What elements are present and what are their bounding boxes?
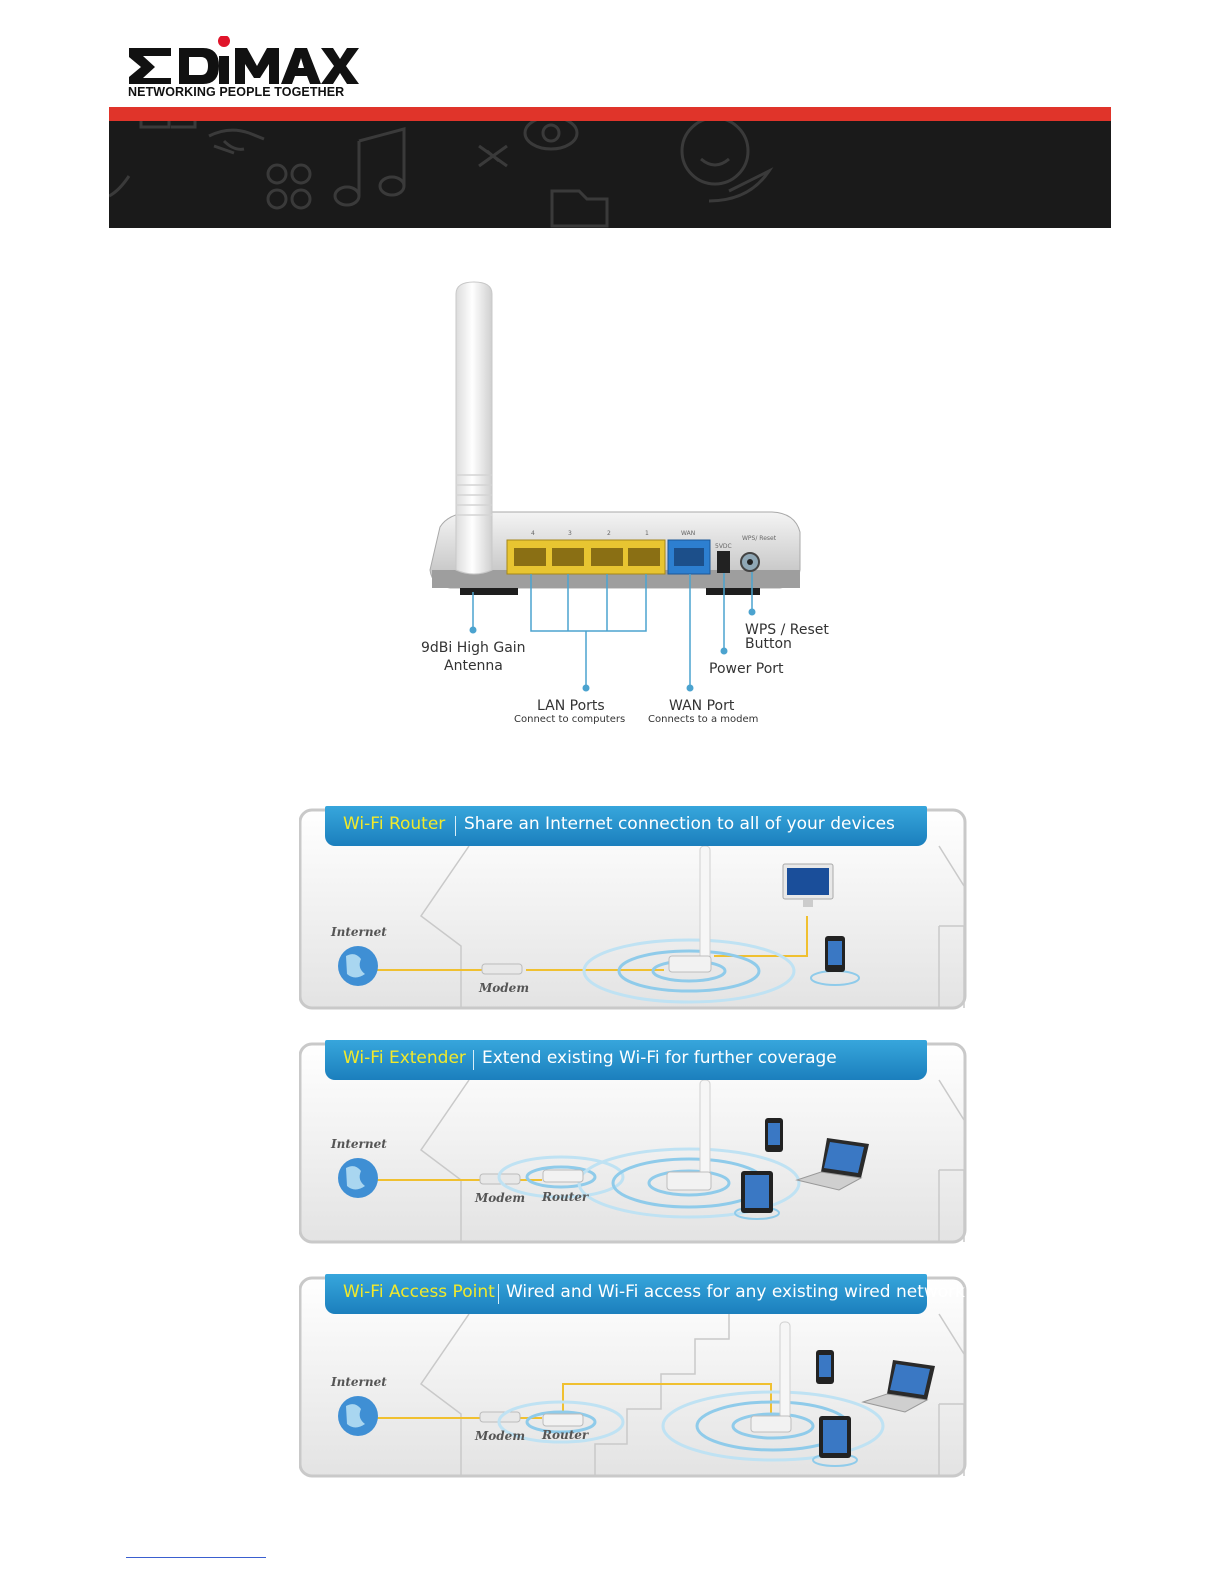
footer-link-underline xyxy=(126,1557,266,1558)
wan-port-callout: WAN Port xyxy=(669,698,735,714)
wps-callout-line2: Button xyxy=(745,636,792,652)
power-port-callout: Power Port xyxy=(709,661,784,677)
antenna-label-line-1: 9dBi High Gain xyxy=(421,640,526,656)
port-label-wan: WAN xyxy=(681,530,695,537)
wps-callout-line1: WPS / Reset xyxy=(745,622,829,638)
mode-title-access-point: Wi-Fi Access Point xyxy=(343,1282,495,1302)
router-label: Router xyxy=(542,1190,589,1204)
internet-label: Internet xyxy=(331,925,387,939)
port-label-power: 5VDC xyxy=(715,543,732,550)
panel-header-bar xyxy=(325,1040,927,1080)
mode-description-extender: Extend existing Wi-Fi for further covera… xyxy=(482,1048,837,1068)
antenna-callout-line2: Antenna xyxy=(444,658,503,674)
port-label-4: 4 xyxy=(531,530,535,537)
mode-title-router: Wi-Fi Router xyxy=(343,814,446,834)
mode-description-router: Share an Internet connection to all of y… xyxy=(464,814,895,834)
modem-label: Modem xyxy=(475,1191,526,1205)
mode-title-extender: Wi-Fi Extender xyxy=(343,1048,466,1068)
internet-label: Internet xyxy=(331,1137,387,1151)
panel-wifi-router: Wi-Fi Router Share an Internet connectio… xyxy=(299,806,967,1010)
internet-label: Internet xyxy=(331,1375,387,1389)
port-label-1: 1 xyxy=(645,530,649,537)
logo-tagline: NETWORKING PEOPLE TOGETHER xyxy=(128,85,345,99)
title-separator xyxy=(473,1050,474,1070)
antenna-label-line-2: Antenna xyxy=(444,658,503,674)
header-banner xyxy=(109,121,1111,228)
modem-label: Modem xyxy=(475,1429,526,1443)
port-label-3: 3 xyxy=(568,530,572,537)
wps-label-line-1: WPS / Reset xyxy=(745,622,829,638)
panel-wifi-access-point: Wi-Fi Access Point Wired and Wi-Fi acces… xyxy=(299,1274,967,1478)
title-separator xyxy=(455,816,456,836)
panel-wifi-extender: Wi-Fi Extender Extend existing Wi-Fi for… xyxy=(299,1040,967,1244)
title-separator xyxy=(498,1284,499,1304)
router-label: Router xyxy=(542,1428,589,1442)
lan-ports-subcaption: Connect to computers xyxy=(514,714,626,725)
modem-label: Modem xyxy=(479,981,530,995)
router-back-panel-diagram: 4 3 2 1 WAN 5VDC WPS/ Reset xyxy=(400,270,860,740)
panel-header-bar xyxy=(325,1274,927,1314)
header-red-stripe xyxy=(109,107,1111,121)
edimax-logo xyxy=(127,36,367,102)
panel-header-bar xyxy=(325,806,927,846)
mode-description-access-point: Wired and Wi-Fi access for any existing … xyxy=(506,1282,965,1302)
antenna-callout-line1: 9dBi High Gain xyxy=(421,640,526,656)
wan-port-subcaption: Connects to a modem xyxy=(648,714,759,725)
port-label-wps: WPS/ Reset xyxy=(742,535,777,542)
wps-label-line-2: Button xyxy=(745,636,792,652)
lan-ports-callout: LAN Ports xyxy=(537,698,605,714)
port-label-2: 2 xyxy=(607,530,611,537)
